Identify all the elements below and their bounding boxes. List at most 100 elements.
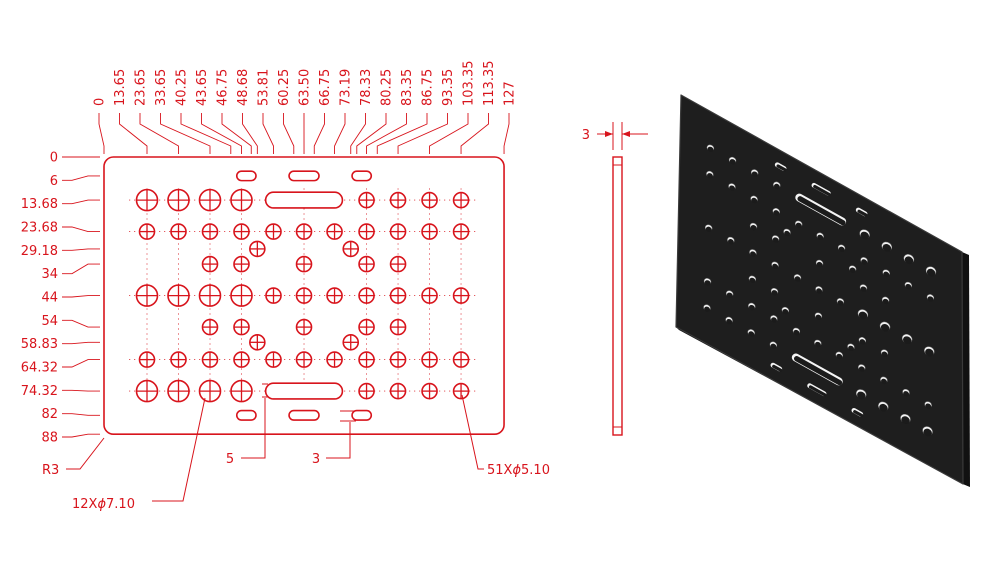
y-dimension-label: 13.68 xyxy=(21,197,58,212)
y-dimension-label: 44 xyxy=(41,291,58,306)
y-dimension-label: 54 xyxy=(41,314,58,329)
small-hole xyxy=(391,320,406,335)
callout-annotations: R3 12Xϕ7.10 51Xϕ5.10 5 3 3 xyxy=(42,128,590,512)
small-hole xyxy=(343,335,358,350)
small-hole xyxy=(422,384,437,399)
x-dimension-label: 83.35 xyxy=(400,69,415,106)
x-dimension-label: 43.65 xyxy=(195,69,210,106)
x-dimension-label: 33.65 xyxy=(154,69,169,106)
y-dimension-leader xyxy=(62,390,100,391)
thickness-arrow xyxy=(622,131,630,137)
x-dimension-label: 53.81 xyxy=(257,69,272,106)
large-hole-diameter: 7.10 xyxy=(106,497,135,512)
x-dimension-label: 103.35 xyxy=(462,61,477,107)
plate-side-view xyxy=(597,122,648,435)
small-hole xyxy=(202,320,217,335)
small-hole xyxy=(359,320,374,335)
x-dimension-label: 60.25 xyxy=(277,69,292,106)
small-hole xyxy=(391,384,406,399)
large-hole xyxy=(168,381,189,402)
small-hole xyxy=(266,352,281,367)
x-dimension-leader xyxy=(377,113,427,154)
small-hole xyxy=(234,224,249,239)
small-hole xyxy=(250,241,265,256)
small-hole xyxy=(359,288,374,303)
x-dimension-label: 127 xyxy=(503,81,518,106)
x-dimension-label: 78.33 xyxy=(359,69,374,106)
y-dimension-label: 58.83 xyxy=(21,337,58,352)
y-dimension-label: 64.32 xyxy=(21,361,58,376)
x-dimension-label: 80.25 xyxy=(380,69,395,106)
large-hole-leader xyxy=(152,398,205,501)
small-hole xyxy=(454,352,469,367)
x-dimension-leader xyxy=(430,113,468,154)
side-view-outline xyxy=(613,157,622,435)
large-hole xyxy=(231,381,252,402)
y-dimension-leader xyxy=(62,360,100,367)
slot-width-5-label: 5 xyxy=(226,452,234,467)
x-dimension-leader xyxy=(504,113,509,154)
small-hole xyxy=(266,288,281,303)
small-hole-diameter: 5.10 xyxy=(521,463,550,478)
x-dimension-label: 13.65 xyxy=(113,69,128,106)
small-hole xyxy=(391,257,406,272)
x-dimension-leader xyxy=(335,113,345,154)
slot xyxy=(289,411,319,420)
x-dimension-leader xyxy=(461,113,488,154)
y-dimension-leader xyxy=(62,342,100,343)
x-dimension-label: 48.68 xyxy=(236,69,251,106)
x-dimension-label: 63.50 xyxy=(298,69,313,106)
slot xyxy=(352,411,371,420)
y-dimension-label: 74.32 xyxy=(21,384,58,399)
y-dimension-label: 82 xyxy=(41,407,58,422)
slot xyxy=(237,171,256,180)
thickness-label: 3 xyxy=(582,128,590,143)
x-dimension-leader xyxy=(357,113,386,154)
small-hole xyxy=(359,352,374,367)
x-dimension-leader xyxy=(284,113,294,154)
small-hole xyxy=(202,352,217,367)
small-hole xyxy=(454,224,469,239)
y-dimension-leader xyxy=(62,176,100,180)
slot-width-3-label: 3 xyxy=(312,452,320,467)
small-hole xyxy=(171,352,186,367)
small-hole xyxy=(391,224,406,239)
small-hole xyxy=(391,288,406,303)
small-hole xyxy=(234,320,249,335)
y-dimension-leader xyxy=(62,249,100,250)
y-dimension-label: 34 xyxy=(41,267,58,282)
y-dimension-label: 29.18 xyxy=(21,244,58,259)
small-hole xyxy=(234,257,249,272)
small-hole-callout: 51Xϕ5.10 xyxy=(487,463,550,478)
slot xyxy=(237,411,256,420)
small-hole xyxy=(297,320,312,335)
large-hole xyxy=(199,381,220,402)
x-dimension-leader xyxy=(120,113,147,154)
slot xyxy=(266,192,343,208)
y-dimension-label: 88 xyxy=(41,431,58,446)
small-hole xyxy=(139,352,154,367)
slot xyxy=(352,171,371,180)
small-hole xyxy=(297,288,312,303)
y-dimension-leader xyxy=(62,227,100,232)
small-hole xyxy=(359,193,374,208)
small-hole xyxy=(422,288,437,303)
small-hole xyxy=(343,241,358,256)
x-dimension-label: 40.25 xyxy=(175,69,190,106)
large-hole xyxy=(168,190,189,211)
large-hole xyxy=(199,285,220,306)
slot xyxy=(266,383,343,399)
y-dimension-leader xyxy=(62,264,100,274)
x-dimension-leader xyxy=(263,113,274,154)
small-hole xyxy=(359,257,374,272)
small-hole xyxy=(297,257,312,272)
y-dimension-leader xyxy=(62,434,100,437)
large-hole xyxy=(199,190,220,211)
x-dimension-label: 93.35 xyxy=(441,69,456,106)
x-dimension-leader xyxy=(99,113,104,154)
y-dimension-leader xyxy=(62,320,100,327)
small-hole xyxy=(391,193,406,208)
callout-leader-lines xyxy=(66,384,484,501)
